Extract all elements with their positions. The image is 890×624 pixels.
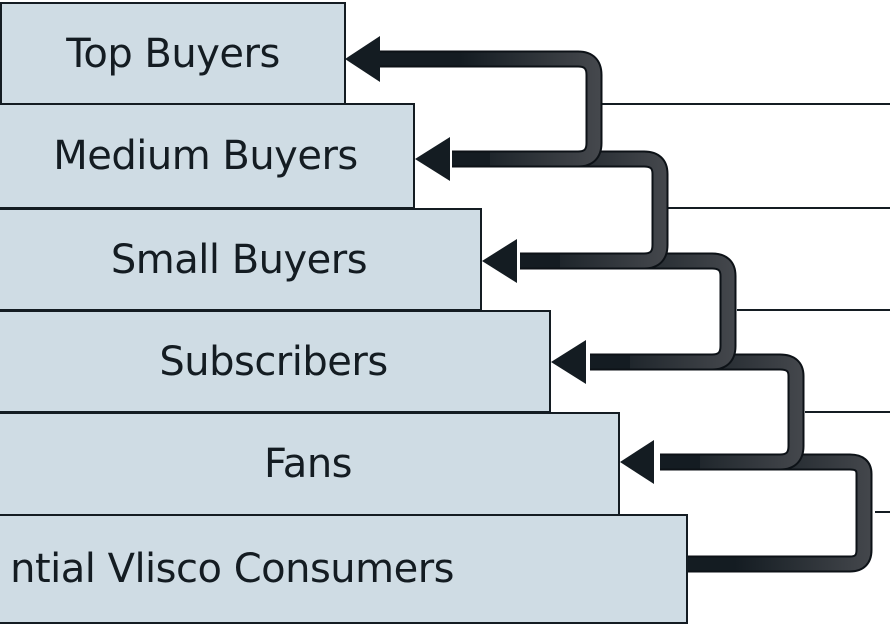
arrow-to-medium-buyers <box>415 137 669 270</box>
tier-label: ntial Vlisco Consumers <box>10 546 454 592</box>
tier-label: Subscribers <box>159 338 388 385</box>
arrow-to-top-buyers <box>345 36 603 168</box>
tier-label: Small Buyers <box>110 236 368 283</box>
tier-top-buyers: Top Buyers <box>0 2 346 105</box>
arrow-to-fans <box>620 440 873 573</box>
arrow-to-subscribers <box>551 340 805 471</box>
tier-label: Fans <box>263 441 353 487</box>
arrow-to-small-buyers <box>482 239 737 371</box>
tier-medium-buyers: Medium Buyers <box>0 103 415 209</box>
tier-label: Top Buyers <box>66 30 280 77</box>
tier-subscribers: Subscribers <box>0 310 551 413</box>
tier-small-buyers: Small Buyers <box>0 208 482 311</box>
tier-fans: Fans <box>0 412 620 516</box>
tier-label: Medium Buyers <box>53 133 358 179</box>
tier-potential-consumers: ntial Vlisco Consumers <box>0 514 688 624</box>
